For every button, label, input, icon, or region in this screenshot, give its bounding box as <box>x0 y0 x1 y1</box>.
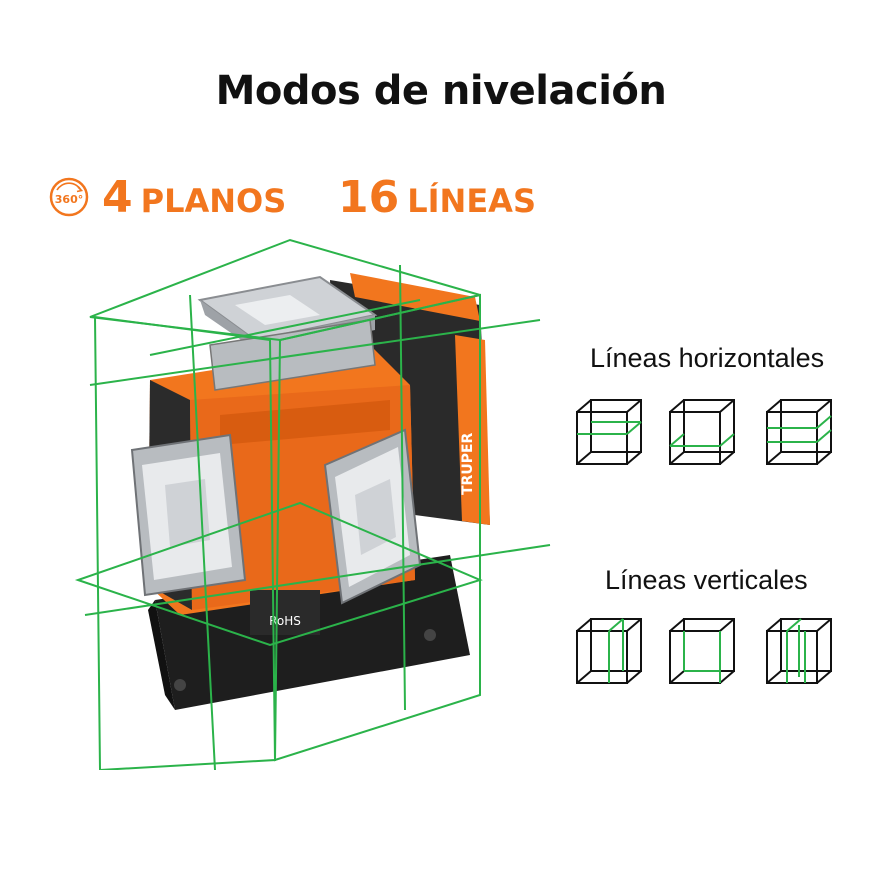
horizontal-double-cube-icon <box>766 399 832 465</box>
laser-planes <box>74 238 551 770</box>
vertical-front-cube-icon <box>576 618 642 684</box>
planes-word: PLANOS <box>140 182 287 220</box>
label-panel: RoHS <box>250 590 320 635</box>
page-title: Modos de nivelación <box>215 68 667 114</box>
rotation-360-icon: 360° <box>49 177 89 217</box>
horizontal-lines-label: Líneas horizontales <box>590 343 825 373</box>
horizontal-bottom-cube-icon <box>576 399 642 465</box>
laser-level-device: TRUPER RoHS <box>74 238 551 770</box>
rotation-icon-label: 360° <box>55 193 83 206</box>
vertical-lines-label: Líneas verticales <box>605 565 808 595</box>
horizontal-middle-cube-icon <box>669 399 735 465</box>
lines-count: 16 <box>338 172 400 223</box>
side-laser-window <box>323 428 422 605</box>
vertical-side-cube-icon <box>669 618 735 684</box>
planes-count: 4 <box>102 172 133 223</box>
lines-word: LÍNEAS <box>407 182 536 220</box>
vertical-double-cube-icon <box>766 618 832 684</box>
brand-label: TRUPER <box>460 432 476 495</box>
front-laser-window <box>130 433 247 597</box>
